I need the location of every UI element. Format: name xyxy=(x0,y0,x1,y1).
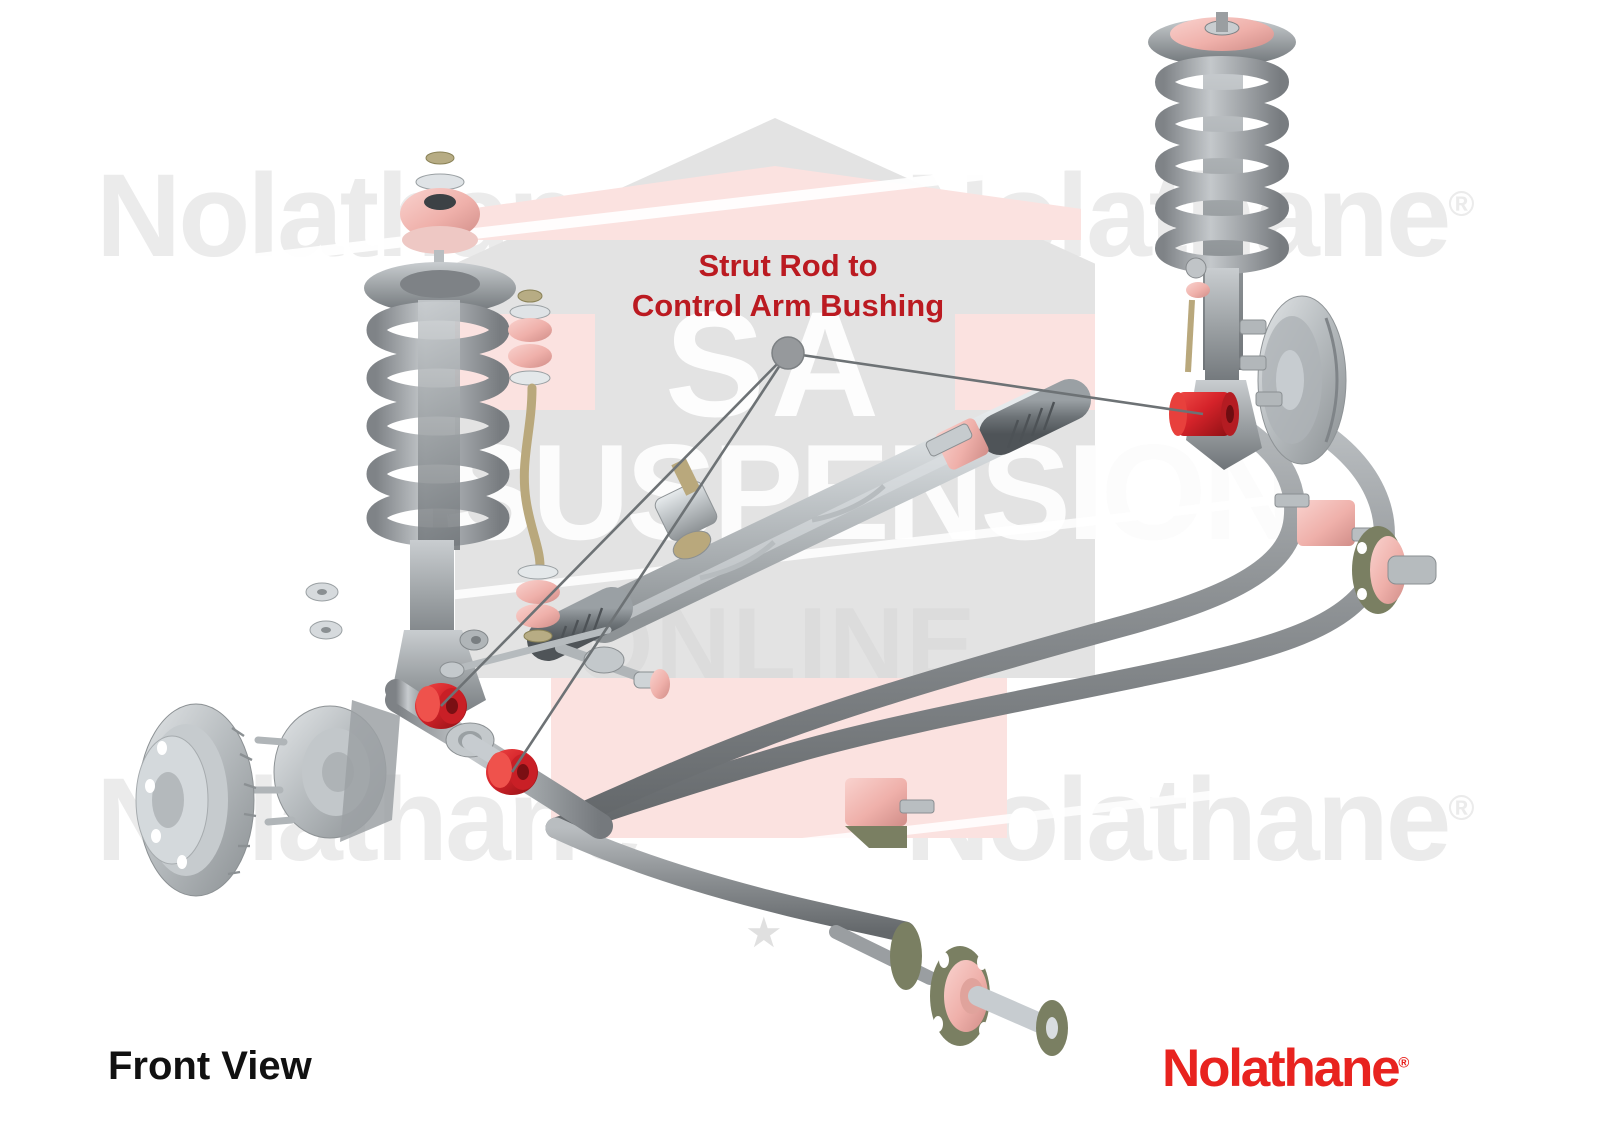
callout-line-1: Strut Rod to xyxy=(698,248,878,283)
wheel-studs xyxy=(250,736,296,826)
rotor-bolt-holes xyxy=(145,741,187,869)
callout-hub-dot[interactable] xyxy=(771,336,805,370)
loose-washers xyxy=(305,582,343,640)
strut-rod-bushing-assembly-right xyxy=(1352,526,1437,614)
rotor-vanes xyxy=(227,727,257,876)
callout-line-2: Control Arm Bushing xyxy=(631,288,945,324)
coil-spring-right xyxy=(1155,56,1289,274)
sway-bar-link-left xyxy=(508,289,560,643)
sway-bar-d-bushing-center xyxy=(845,778,935,848)
brake-rotor-left xyxy=(135,703,257,897)
strut-top-washer xyxy=(415,173,465,191)
nolathane-logo: Nolathane® xyxy=(1162,1038,1409,1099)
logo-trademark-icon: ® xyxy=(1398,1055,1410,1072)
leader-line-3 xyxy=(787,351,1204,416)
strut-top-nut xyxy=(425,151,455,165)
tie-rod-bushing xyxy=(650,669,670,699)
strut-assembly-left xyxy=(364,151,516,726)
callout-leader-lines xyxy=(440,351,1204,773)
strut-rod-bushing-kit xyxy=(829,922,1068,1056)
sway-bar xyxy=(545,394,1395,943)
leader-line-2 xyxy=(510,352,790,773)
strut-assembly-right xyxy=(1148,12,1296,470)
strut-rod-bushing-right[interactable] xyxy=(1169,392,1239,436)
brake-rotor-right xyxy=(1257,295,1347,465)
pinion-housing xyxy=(654,458,718,560)
logo-wordmark: Nolathane xyxy=(1162,1039,1401,1098)
leader-line-1 xyxy=(440,352,789,707)
rack-boot-right xyxy=(979,379,1091,455)
view-label: Front View xyxy=(108,1044,312,1088)
wheel-hub-left xyxy=(250,700,400,842)
steering-rack xyxy=(527,379,1091,689)
kit-washer-holes xyxy=(933,952,989,1038)
knuckle-right xyxy=(1239,319,1283,407)
strut-top-mount-bushing xyxy=(400,188,480,240)
callout-label: Strut Rod to Control Arm Bushing xyxy=(488,246,1088,327)
strut-rod-left xyxy=(439,626,612,679)
